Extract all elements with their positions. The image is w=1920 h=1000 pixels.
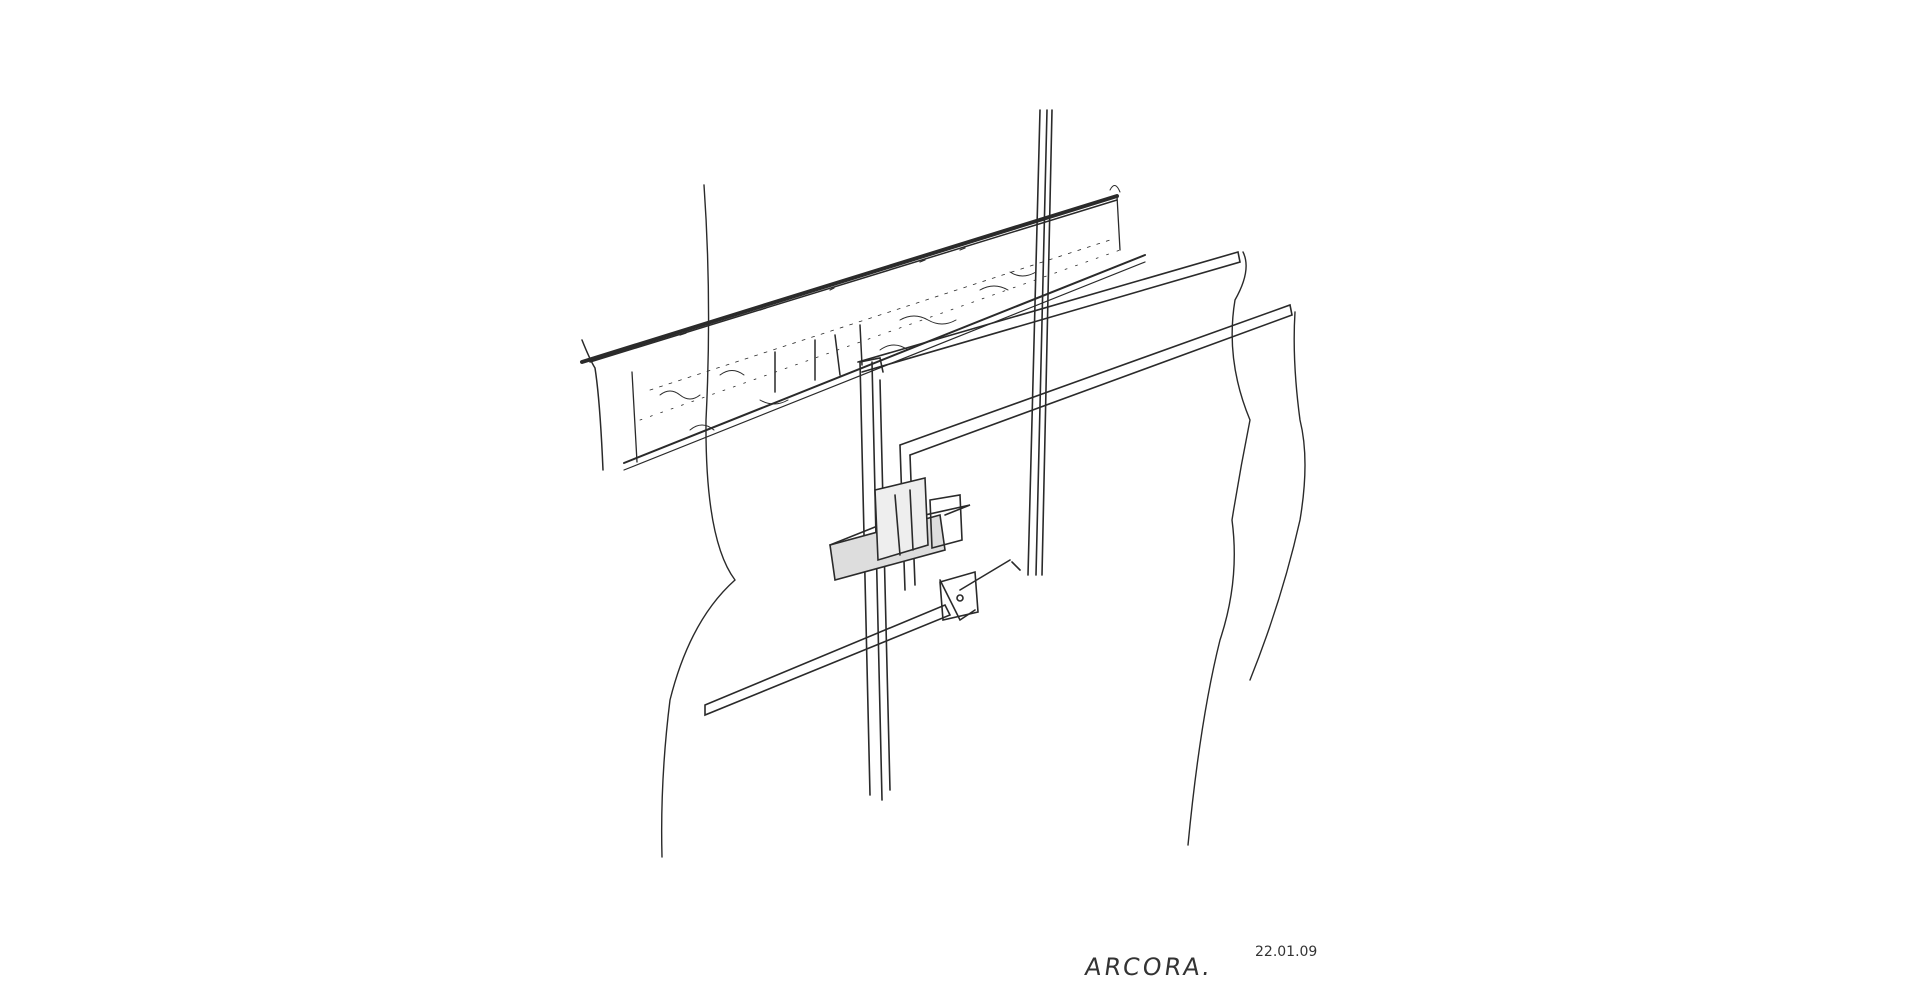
handrail [704,250,1293,717]
concrete-slab [580,185,1146,471]
section-outline [660,184,1306,858]
sketch-date: 22.01.09 [1255,944,1318,960]
vertical-rods [1027,109,1053,576]
bracket-assembly [829,476,979,621]
signature: ARCORA. [1083,953,1215,981]
vertical-post [859,357,891,801]
